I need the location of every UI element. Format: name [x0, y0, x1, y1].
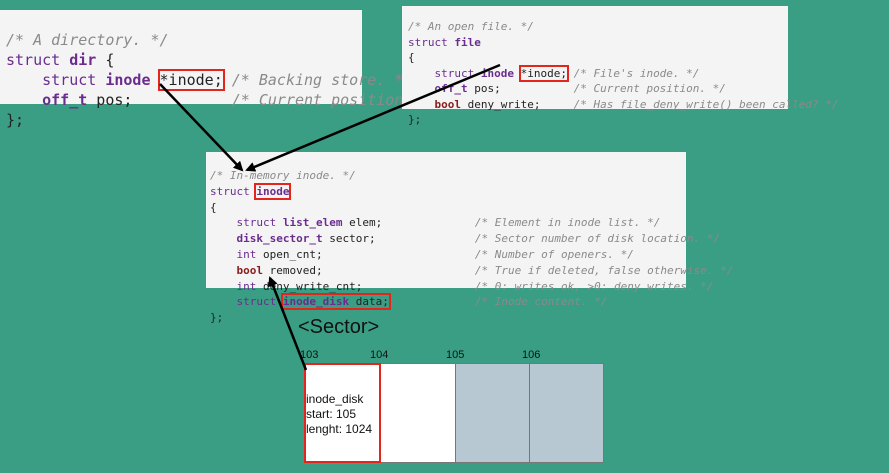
- struct-inode-code: /* In-memory inode. */struct inode{ stru…: [206, 152, 734, 324]
- code-line: struct inode_disk data; /* Inode content…: [236, 293, 608, 311]
- code-line: };: [210, 311, 224, 325]
- sector-title: <Sector>: [298, 316, 380, 338]
- code-line: int deny_write_cnt; /* 0: writes ok, >0:…: [236, 279, 714, 293]
- code-line: disk_sector_t sector; /* Sector number o…: [236, 232, 720, 246]
- code-line: off_t pos; /* Current position. */: [434, 82, 726, 95]
- inode-disk-highlight: inode_disk data;: [280, 293, 391, 311]
- sector-number: 105: [446, 349, 465, 361]
- info-line: lenght: 1024: [306, 422, 373, 436]
- sector-number: 106: [522, 349, 541, 361]
- code-line: struct inode: [210, 182, 292, 200]
- code-comment: /* An open file. */: [408, 20, 534, 33]
- code-line: int open_cnt; /* Number of openers. */: [236, 247, 634, 261]
- code-line: {: [210, 200, 217, 214]
- inode-disk-info: inode_disk start: 105 lenght: 1024: [306, 392, 372, 437]
- dir-to-inode-arrow: [159, 83, 244, 172]
- sector-cell: [380, 363, 456, 463]
- code-line: };: [408, 113, 422, 126]
- code-line: bool removed; /* True if deleted, false …: [236, 263, 734, 277]
- code-comment: /* In-memory inode. */: [210, 169, 356, 182]
- struct-file-code: /* An open file. */ struct file { struct i…: [402, 6, 839, 126]
- info-line: inode_disk: [306, 392, 364, 406]
- info-line: start: 105: [306, 407, 357, 421]
- sector-cell: [529, 363, 604, 463]
- sector-to-inode-disk-arrow: [268, 276, 308, 371]
- inode-disk-sector-highlight: [304, 363, 381, 463]
- file-to-inode-arrow: [245, 63, 501, 172]
- inode-name-highlight: inode: [254, 182, 292, 200]
- file-inode-highlight: *inode;: [518, 64, 569, 82]
- code-line: off_t pos; /* Current position. */: [42, 91, 440, 109]
- code-comment: /* A directory. */: [6, 31, 169, 49]
- code-line: {: [408, 51, 415, 64]
- dir-inode-highlight: *inode;: [157, 69, 225, 91]
- code-line: struct list_elem elem; /* Element in ino…: [236, 216, 661, 230]
- sector-cell: [455, 363, 530, 463]
- code-line: struct file: [408, 35, 481, 49]
- code-line: struct dir {: [6, 51, 115, 69]
- code-line: struct inode *inode; /* File's inode. */: [434, 64, 700, 82]
- code-line: bool deny_write; /* Has file_deny_write(…: [434, 97, 839, 111]
- sector-number: 104: [370, 349, 389, 361]
- code-line: };: [6, 111, 25, 129]
- sector-number: 103: [300, 349, 319, 361]
